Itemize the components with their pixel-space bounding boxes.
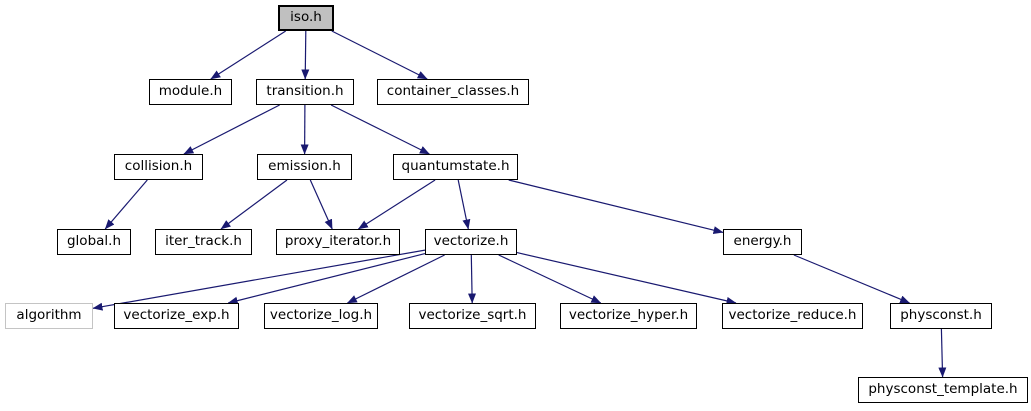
node-label: vectorize_hyper.h: [568, 307, 689, 324]
node-label: container_classes.h: [386, 83, 520, 100]
node-algorithm: algorithm: [5, 303, 93, 329]
node-proxy_iterator_h[interactable]: proxy_iterator.h: [276, 229, 400, 255]
node-transition_h[interactable]: transition.h: [256, 79, 354, 105]
node-label: collision.h: [124, 158, 193, 175]
node-physconst_template_h[interactable]: physconst_template.h: [858, 377, 1028, 403]
edge-vectorize_h-vectorize_hyper_h: [498, 254, 602, 304]
node-module_h[interactable]: module.h: [149, 79, 232, 105]
edge-emission_h-proxy_iterator_h: [309, 179, 333, 230]
edge-vectorize_h-vectorize_reduce_h: [516, 252, 737, 305]
edge-collision_h-global_h: [104, 179, 148, 230]
node-global_h[interactable]: global.h: [57, 229, 131, 255]
node-label: algorithm: [16, 307, 82, 324]
node-vectorize_hyper_h[interactable]: vectorize_hyper.h: [560, 303, 697, 329]
node-label: physconst_template.h: [868, 381, 1018, 398]
node-vectorize_h[interactable]: vectorize.h: [425, 229, 517, 255]
node-physconst_h[interactable]: physconst.h: [890, 303, 992, 329]
edge-vectorize_h-vectorize_log_h: [346, 254, 445, 304]
node-energy_h[interactable]: energy.h: [723, 229, 802, 255]
edge-emission_h-iter_track_h: [220, 179, 288, 230]
edge-physconst_h-physconst_template_h: [938, 328, 947, 378]
edge-quantumstate_h-vectorize_h: [457, 179, 471, 230]
edge-quantumstate_h-energy_h: [508, 179, 724, 235]
edge-energy_h-physconst_h: [793, 254, 911, 304]
node-label: emission.h: [268, 158, 341, 175]
node-iso_h: iso.h: [278, 5, 334, 31]
node-label: transition.h: [266, 83, 344, 100]
node-emission_h[interactable]: emission.h: [257, 154, 352, 180]
edge-iso_h-transition_h: [301, 30, 310, 80]
node-vectorize_sqrt_h[interactable]: vectorize_sqrt.h: [409, 303, 536, 329]
node-container_classes_h[interactable]: container_classes.h: [377, 79, 529, 105]
node-vectorize_log_h[interactable]: vectorize_log.h: [264, 303, 378, 329]
node-label: vectorize.h: [433, 233, 509, 250]
edge-iso_h-container_classes_h: [331, 30, 428, 80]
node-label: vectorize_sqrt.h: [418, 307, 527, 324]
edge-vectorize_h-vectorize_sqrt_h: [468, 254, 477, 304]
node-label: global.h: [66, 233, 122, 250]
edge-iso_h-module_h: [210, 30, 287, 80]
node-label: iso.h: [290, 9, 322, 26]
edge-transition_h-quantumstate_h: [330, 104, 430, 155]
node-label: vectorize_log.h: [269, 307, 373, 324]
node-label: energy.h: [733, 233, 792, 250]
node-label: vectorize_reduce.h: [728, 307, 857, 324]
edge-transition_h-collision_h: [183, 104, 280, 155]
node-label: iter_track.h: [165, 233, 242, 250]
node-label: proxy_iterator.h: [284, 233, 392, 250]
node-label: physconst.h: [900, 307, 982, 324]
node-label: quantumstate.h: [401, 158, 510, 175]
node-label: vectorize_exp.h: [123, 307, 230, 324]
edge-vectorize_h-algorithm: [92, 249, 426, 311]
node-vectorize_reduce_h[interactable]: vectorize_reduce.h: [722, 303, 863, 329]
node-iter_track_h[interactable]: iter_track.h: [155, 229, 252, 255]
node-collision_h[interactable]: collision.h: [114, 154, 203, 180]
node-label: module.h: [158, 83, 223, 100]
edge-quantumstate_h-proxy_iterator_h: [357, 179, 436, 230]
node-vectorize_exp_h[interactable]: vectorize_exp.h: [114, 303, 239, 329]
node-quantumstate_h[interactable]: quantumstate.h: [393, 154, 518, 180]
edge-vectorize_h-vectorize_exp_h: [227, 253, 426, 305]
